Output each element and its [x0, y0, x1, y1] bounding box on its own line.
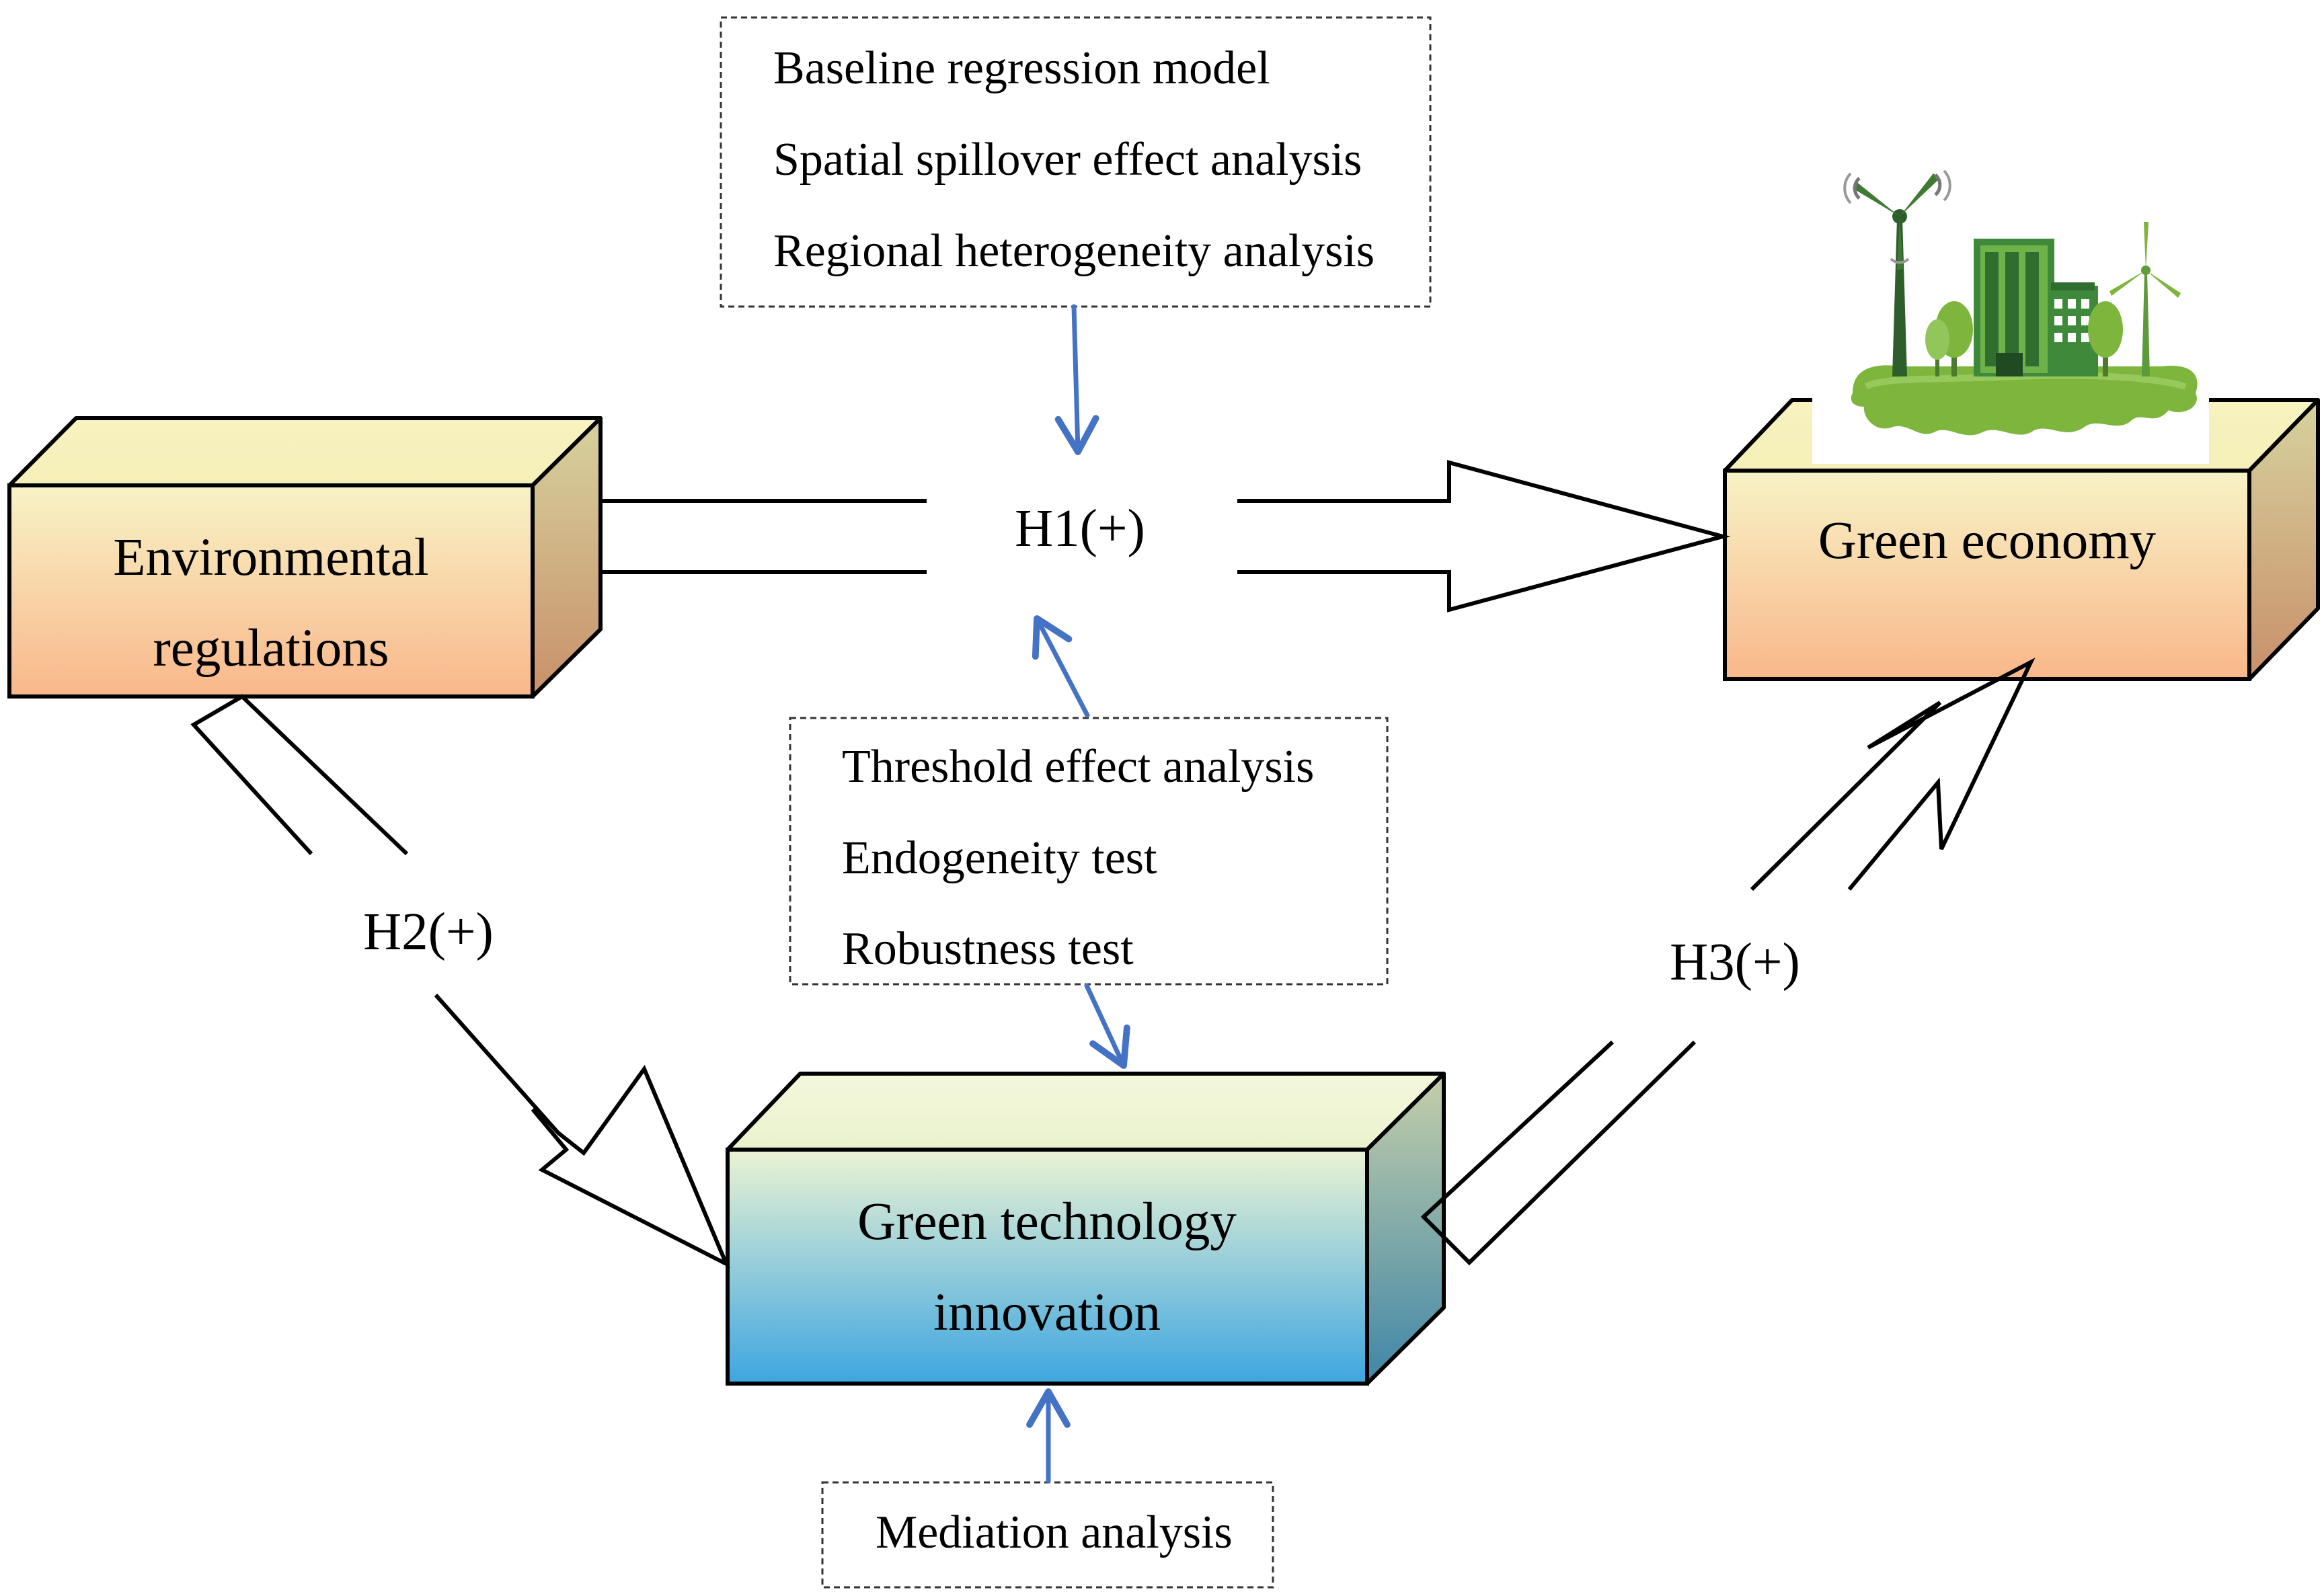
middle-method-frame: [789, 717, 1389, 986]
bottom-method-box: Mediation analysis: [821, 1481, 1274, 1589]
method-spatial-spillover: Spatial spillover effect analysis: [773, 134, 1362, 186]
method-robustness: Robustness test: [842, 923, 1134, 975]
green-economy-box: Green economy: [1723, 398, 2320, 681]
box-front-face: [7, 483, 535, 699]
bottom-method-frame: [821, 1481, 1274, 1589]
box-front-face: [1723, 469, 2251, 681]
wind-turbine-icon: [1843, 169, 1951, 376]
arrow-middle-to-tech: [1084, 983, 1130, 1069]
building-icon: [1974, 239, 2054, 376]
box-top-face: [726, 1072, 1446, 1152]
tree-icon: [1925, 301, 2123, 376]
h1-arrow: [602, 460, 1731, 612]
environmental-regulations-label-line2: regulations: [153, 619, 389, 678]
top-method-box: Baseline regression model Spatial spillo…: [720, 16, 1432, 308]
top-method-frame: [720, 16, 1432, 308]
blue-connectors: [1026, 304, 1130, 1484]
method-mediation: Mediation analysis: [876, 1507, 1233, 1558]
environmental-regulations-box: Environmental regulations: [7, 416, 603, 699]
middle-method-box: Threshold effect analysis Endogeneity te…: [789, 717, 1389, 986]
green-city-illustration: [1812, 141, 2209, 464]
method-regional-heterogeneity: Regional heterogeneity analysis: [773, 225, 1374, 277]
method-baseline-regression: Baseline regression model: [773, 42, 1270, 94]
h3-label: H3(+): [1670, 933, 1800, 992]
h2-arrow: [190, 694, 730, 1269]
green-technology-innovation-box: Green technology innovation: [726, 1072, 1446, 1386]
h2-label: H2(+): [363, 903, 494, 961]
method-threshold-effect: Threshold effect analysis: [842, 741, 1314, 793]
environmental-regulations-label-line1: Environmental: [113, 528, 429, 587]
green-technology-label-line2: innovation: [933, 1283, 1161, 1342]
green-technology-label-line1: Green technology: [857, 1193, 1237, 1251]
ground-icon: [1851, 365, 2198, 436]
box-front-face: [726, 1148, 1369, 1386]
h2-arrow-outline: [436, 995, 726, 1264]
h1-label: H1(+): [1015, 500, 1145, 558]
green-economy-label: Green economy: [1818, 512, 2157, 570]
method-endogeneity: Endogeneity test: [842, 832, 1157, 884]
box-top-face: [7, 416, 603, 487]
small-wind-turbine-icon: [2109, 222, 2181, 376]
h3-arrow: [1420, 657, 2036, 1266]
small-building-icon: [2048, 282, 2098, 376]
arrow-middle-to-h1: [1032, 615, 1090, 718]
arrow-top-to-h1: [1054, 304, 1099, 455]
